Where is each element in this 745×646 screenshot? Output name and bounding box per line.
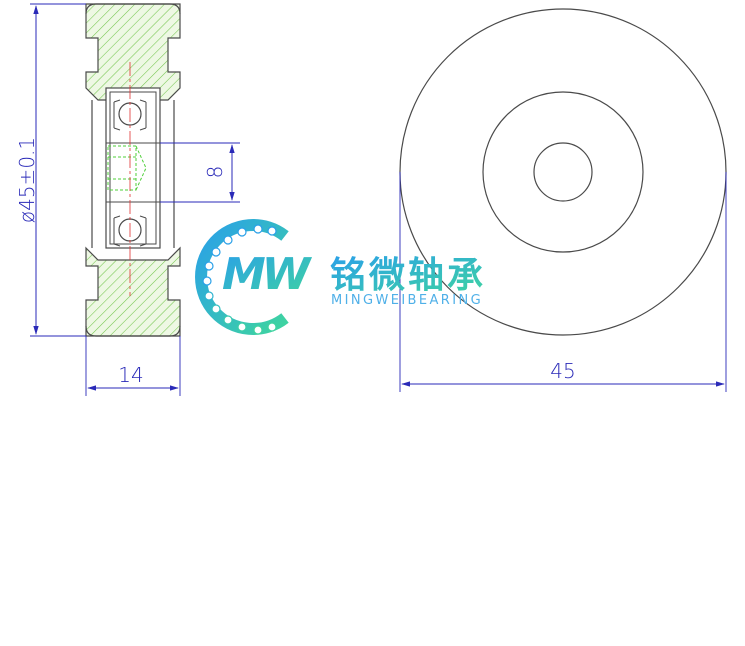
hub-circle — [482, 91, 644, 253]
brand-logo: MW 铭微轴承 MINGWEIBEARING — [195, 219, 486, 335]
diameter-label: ø45±0.1 — [15, 137, 39, 223]
tire-outline-bottom — [85, 325, 181, 337]
width-label: 14 — [118, 363, 143, 387]
bore-label: 8 — [203, 166, 227, 179]
brand-name-en: MINGWEIBEARING — [331, 293, 483, 308]
section-view — [85, 3, 181, 337]
tire-outline-top — [85, 3, 181, 15]
bore-hidden-lines — [107, 145, 147, 191]
logo-bearing-ring-icon — [195, 219, 289, 335]
dimension-width: 14 — [85, 336, 181, 396]
brand-name-cn: 铭微轴承 — [330, 255, 486, 296]
outer-diameter-label: 45 — [550, 359, 575, 383]
bearing-inner-race — [109, 91, 157, 245]
tire-section-hatched — [85, 3, 181, 337]
dimension-bore: 8 — [160, 142, 240, 203]
dimension-outer-diameter: 45 — [399, 172, 727, 392]
bore-circle — [533, 142, 593, 202]
dimension-diameter: ø45±0.1 — [15, 3, 86, 337]
logo-letters: MW — [222, 249, 313, 300]
